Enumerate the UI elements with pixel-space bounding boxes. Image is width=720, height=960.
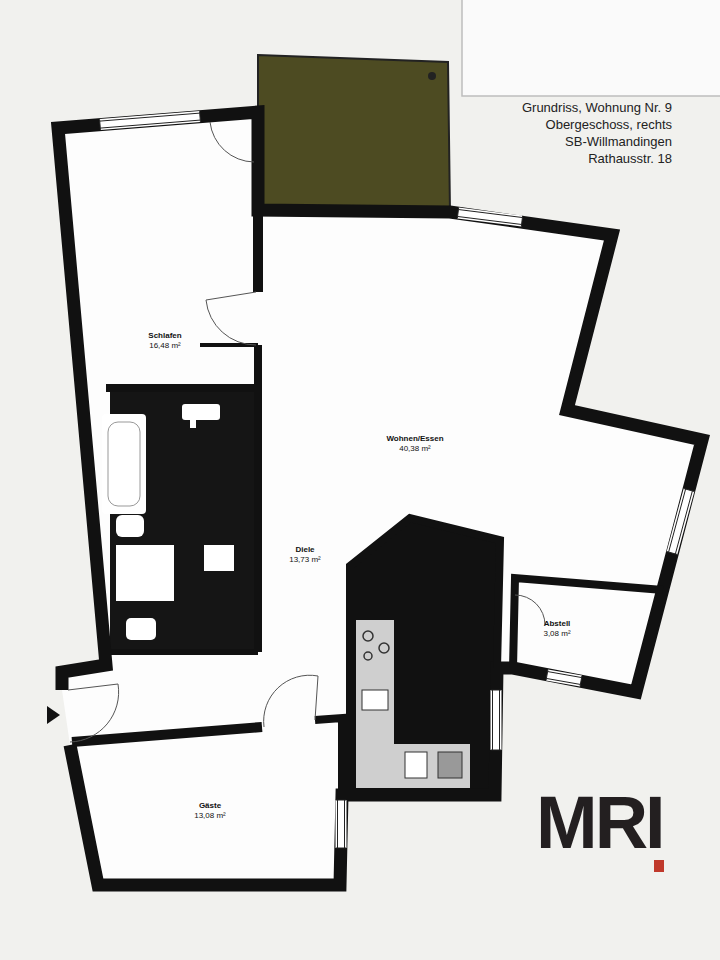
outer-wall xyxy=(58,112,702,885)
room-name: Gäste xyxy=(191,801,229,811)
balcony-drain xyxy=(428,72,436,80)
hob xyxy=(364,652,372,660)
counter xyxy=(394,744,470,788)
location-note: SB-Willmandingen xyxy=(565,134,672,151)
plan-title: Grundriss, Wohnung Nr. 9 xyxy=(522,100,672,117)
room-label: Gäste13,08 m² xyxy=(191,799,229,823)
bathtub xyxy=(102,414,146,514)
room-area: 13,08 m² xyxy=(191,811,229,821)
inner-walls xyxy=(72,210,663,795)
sink xyxy=(362,690,388,710)
washbasin xyxy=(182,404,220,420)
window xyxy=(100,111,201,129)
washbasin xyxy=(204,545,234,571)
paper-note xyxy=(462,0,720,96)
toilet xyxy=(126,618,156,640)
appliance xyxy=(438,752,462,778)
kitchen xyxy=(350,518,500,795)
window xyxy=(491,690,502,750)
floor-area xyxy=(58,112,702,885)
toilet xyxy=(116,515,144,537)
room-area: 40,38 m² xyxy=(383,444,447,454)
floor-note: Obergeschoss, rechts xyxy=(546,117,672,134)
window xyxy=(336,800,347,848)
window xyxy=(546,670,582,686)
windows xyxy=(100,111,694,848)
room-label: Abstell3,08 m² xyxy=(540,617,574,641)
shower xyxy=(116,545,174,601)
hob xyxy=(379,643,389,653)
room-label: Wohnen/Essen40,38 m² xyxy=(383,432,447,456)
room-area: 3,08 m² xyxy=(540,629,574,639)
room-name: Diele xyxy=(286,545,324,555)
room-name: Wohnen/Essen xyxy=(383,434,447,444)
room-area: 13,73 m² xyxy=(286,555,324,565)
room-area: 16,48 m² xyxy=(145,341,185,351)
counter xyxy=(356,620,394,788)
company-logo: MRI xyxy=(536,786,663,860)
logo-mark xyxy=(654,860,664,872)
room-name: Abstell xyxy=(540,619,574,629)
address-note: Rathausstr. 18 xyxy=(588,151,672,168)
window xyxy=(457,208,522,226)
room-label: Schlafen16,48 m² xyxy=(145,329,185,353)
window xyxy=(667,489,694,555)
hob xyxy=(363,631,373,641)
door-swing xyxy=(68,122,545,742)
fridge xyxy=(405,752,427,778)
bathtub-inner xyxy=(108,422,140,506)
tap xyxy=(190,420,196,428)
room-label: Diele13,73 m² xyxy=(286,543,324,567)
balcony xyxy=(258,55,450,212)
entrance-arrow xyxy=(47,706,60,724)
room-name: Schlafen xyxy=(145,331,185,341)
